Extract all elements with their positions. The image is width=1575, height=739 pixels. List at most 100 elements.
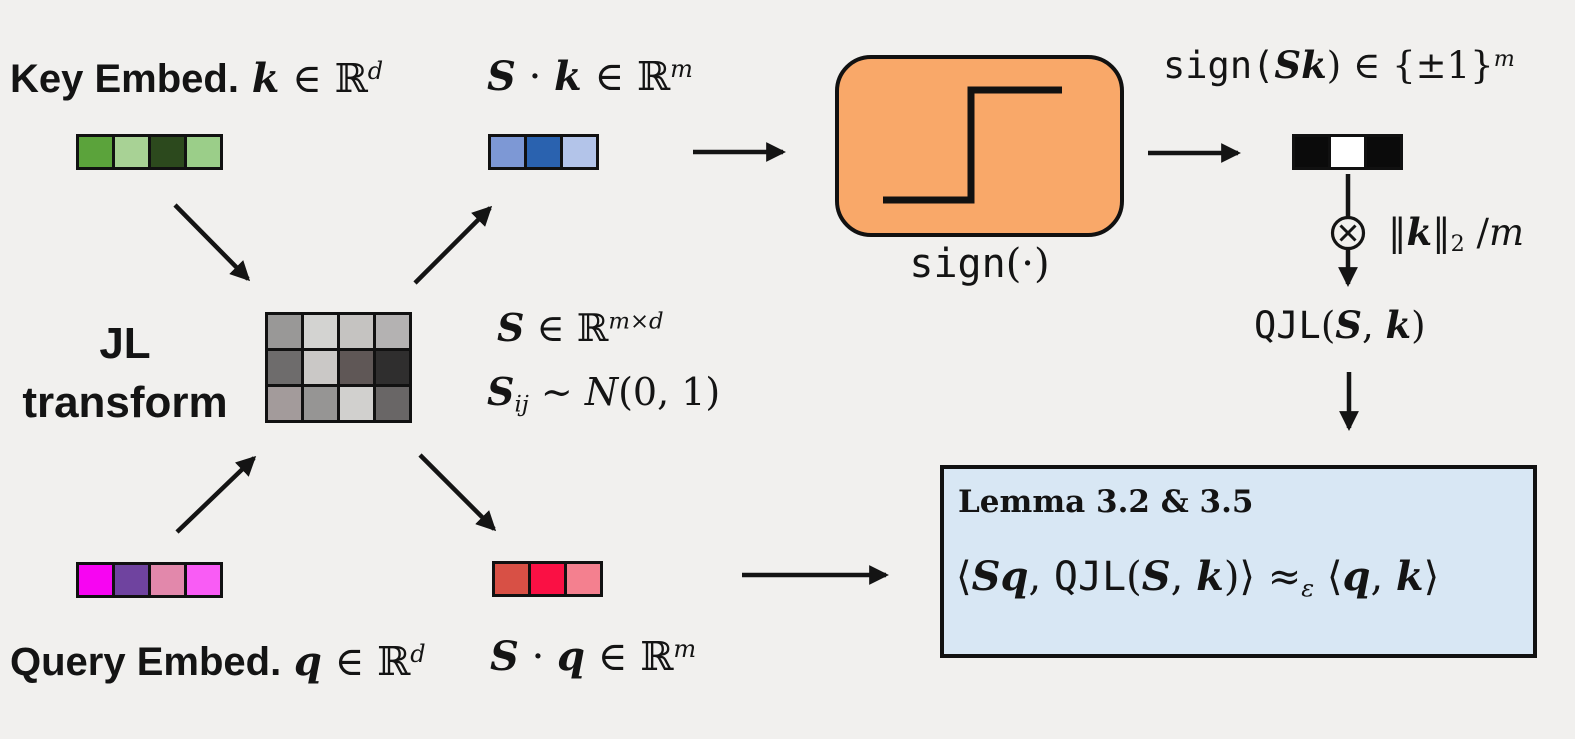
cell xyxy=(304,387,337,420)
cell xyxy=(187,137,220,167)
norm-scale-label: ‖k‖2 /m xyxy=(1388,213,1524,257)
cell xyxy=(376,315,409,348)
text-run: ℝ xyxy=(576,306,609,350)
text-run: , xyxy=(1370,554,1396,600)
text-run: ℝ xyxy=(640,634,674,680)
sq-vector xyxy=(492,561,603,597)
text-run: Sk xyxy=(1274,43,1327,87)
sign-sk-label: sign(Sk) ∈ {±1}m xyxy=(1163,46,1515,86)
text-run: k xyxy=(1395,553,1424,600)
text-run: S xyxy=(1335,303,1362,347)
text-run: (0, 1) xyxy=(618,370,721,414)
sign-box-label: sign(·) xyxy=(835,243,1124,285)
s-distribution-label: Sij ∼ N(0, 1) xyxy=(487,372,720,417)
cell xyxy=(376,387,409,420)
text-run: sign( xyxy=(1163,44,1275,87)
text-run: k xyxy=(1406,210,1433,254)
text-run: ℝ xyxy=(636,54,671,100)
text-run: ‖ xyxy=(1432,211,1451,254)
lemma-title: Lemma 3.2 & 3.5 xyxy=(958,484,1254,520)
arrow-matrix-to-sk xyxy=(413,205,493,285)
arrow-query-to-matrix xyxy=(175,455,257,534)
text-run: ∼ xyxy=(528,370,585,414)
cell xyxy=(268,387,301,420)
cell xyxy=(1367,137,1400,167)
text-run: , xyxy=(1028,554,1054,600)
text-run: m xyxy=(1493,45,1515,72)
text-run: S xyxy=(487,369,515,414)
jl-transform-label: JL transform xyxy=(10,314,240,433)
text-run: S xyxy=(1141,553,1171,600)
text-run: ⟩ xyxy=(1423,554,1440,600)
jl-transform-line1: JL xyxy=(99,319,151,368)
text-run: ij xyxy=(514,391,529,418)
cell xyxy=(1331,137,1364,167)
text-run: m xyxy=(670,54,693,83)
lemma-box xyxy=(940,465,1537,658)
s-dimension-label: S ∈ ℝm×d xyxy=(497,308,664,349)
cell xyxy=(151,565,184,595)
cell xyxy=(115,137,148,167)
query-embed-label: Query Embed. q ∈ ℝd xyxy=(10,638,426,685)
text-run: ∈ xyxy=(524,306,577,350)
cell xyxy=(567,564,600,594)
text-run: · xyxy=(515,54,555,100)
key-embed-label: Key Embed. k ∈ ℝd xyxy=(10,55,383,102)
text-run: ∈ xyxy=(321,639,377,685)
cell xyxy=(531,564,564,594)
cell xyxy=(151,137,184,167)
text-run: m xyxy=(1489,211,1525,254)
jl-transform-line2: transform xyxy=(22,378,228,428)
text-run: ) xyxy=(1411,304,1426,347)
text-run: Query Embed. xyxy=(10,640,282,684)
text-run: k xyxy=(1385,303,1412,347)
cell xyxy=(268,351,301,384)
text-run: QJL xyxy=(1254,304,1321,347)
text-run: d xyxy=(410,639,426,668)
cell xyxy=(79,137,112,167)
text-run: ‖ xyxy=(1388,211,1407,254)
arrow-key-to-matrix xyxy=(173,203,251,282)
text-run: ∈ xyxy=(581,54,637,100)
cell xyxy=(376,351,409,384)
text-run: 2 xyxy=(1450,231,1465,258)
text-run: N xyxy=(584,370,619,414)
text-run: Sq xyxy=(971,553,1029,600)
text-run: q xyxy=(293,638,322,685)
cell xyxy=(79,565,112,595)
text-run: ⟨ xyxy=(956,554,972,600)
text-run: / xyxy=(1464,211,1489,254)
text-run: ≈ xyxy=(1267,554,1302,600)
text-run: k xyxy=(251,55,280,102)
cell xyxy=(304,315,337,348)
text-run: · xyxy=(518,634,558,680)
text-run: S xyxy=(490,633,519,680)
cell xyxy=(495,564,528,594)
text-run: ∈ xyxy=(279,56,335,102)
text-run: k xyxy=(554,53,582,100)
cell xyxy=(340,387,373,420)
text-run: ( xyxy=(1126,554,1142,600)
text-run: ℝ xyxy=(334,56,368,102)
cell xyxy=(340,315,373,348)
text-run: ε xyxy=(1301,574,1315,603)
cell xyxy=(340,351,373,384)
text-run: m×d xyxy=(608,308,664,335)
text-run: ∈ xyxy=(585,634,641,680)
sq-label: S · q ∈ ℝm xyxy=(490,633,696,680)
cell xyxy=(115,565,148,595)
qjl-label: QJL(S, k) xyxy=(1254,306,1426,346)
cell xyxy=(1295,137,1328,167)
cell xyxy=(527,137,560,167)
sk-label: S · k ∈ ℝm xyxy=(487,53,693,100)
key-vector xyxy=(76,134,223,170)
text-run: , xyxy=(1170,554,1197,600)
text-run: QJL xyxy=(1053,554,1127,600)
text-run: (·) xyxy=(1005,241,1050,287)
text-run: Key Embed. xyxy=(10,57,239,101)
arrow-matrix-to-sq xyxy=(418,453,497,532)
sign-function-box xyxy=(835,55,1124,237)
cell xyxy=(304,351,337,384)
text-run xyxy=(281,639,294,685)
sk-vector xyxy=(488,134,599,170)
